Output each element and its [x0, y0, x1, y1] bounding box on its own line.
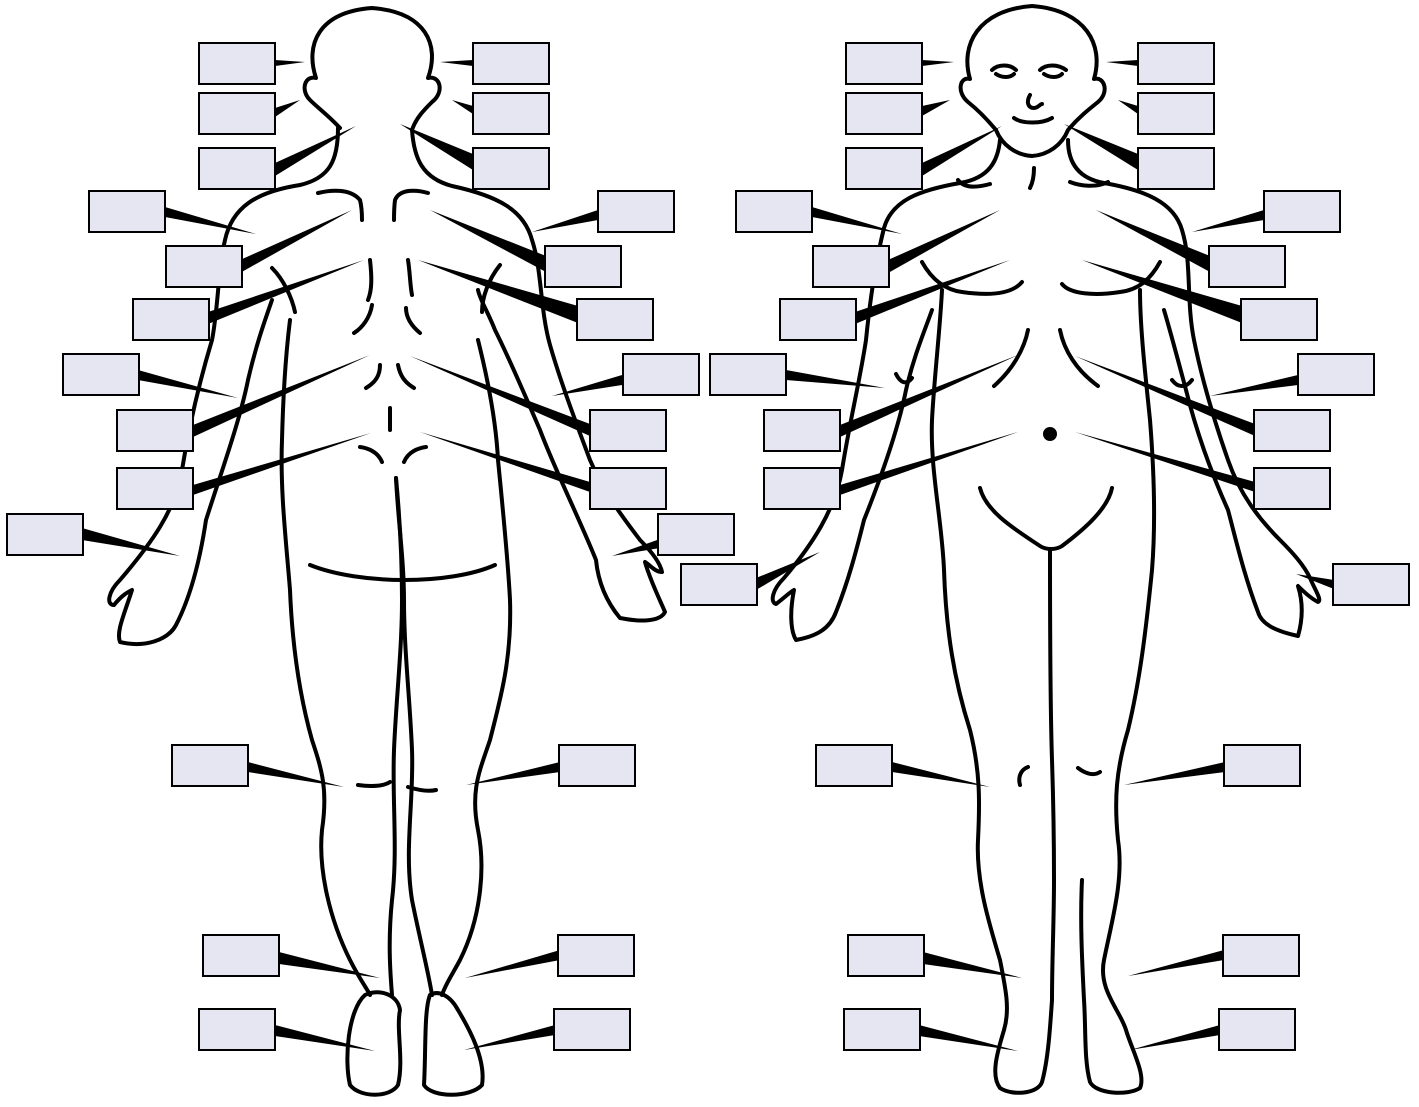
label-box[interactable]: [133, 299, 209, 340]
label-box[interactable]: [1254, 468, 1330, 509]
label-box[interactable]: [813, 246, 889, 287]
label-box[interactable]: [1333, 564, 1409, 605]
label-box[interactable]: [598, 191, 674, 232]
label-box[interactable]: [780, 299, 856, 340]
label-box[interactable]: [1298, 354, 1374, 395]
label-box[interactable]: [63, 354, 139, 395]
navel: [1043, 427, 1057, 441]
label-box[interactable]: [1138, 93, 1214, 134]
label-box[interactable]: [577, 299, 653, 340]
anterior-view: [681, 6, 1409, 1093]
label-box[interactable]: [1241, 299, 1317, 340]
label-box[interactable]: [1138, 43, 1214, 84]
label-box[interactable]: [545, 246, 621, 287]
label-box[interactable]: [1219, 1009, 1295, 1050]
label-box[interactable]: [590, 468, 666, 509]
label-box[interactable]: [658, 514, 734, 555]
label-box[interactable]: [681, 564, 757, 605]
label-box[interactable]: [1254, 410, 1330, 451]
posterior-leader-lines: [82, 60, 660, 1051]
label-box[interactable]: [764, 410, 840, 451]
label-box[interactable]: [199, 93, 275, 134]
label-box[interactable]: [846, 148, 922, 189]
label-box[interactable]: [473, 43, 549, 84]
label-box[interactable]: [1224, 745, 1300, 786]
label-box[interactable]: [473, 148, 549, 189]
label-box[interactable]: [1209, 246, 1285, 287]
posterior-label-boxes: [7, 43, 734, 1050]
label-box[interactable]: [117, 410, 193, 451]
label-box[interactable]: [710, 354, 786, 395]
posterior-body-outline: [109, 8, 665, 1095]
label-box[interactable]: [1264, 191, 1340, 232]
label-box[interactable]: [117, 468, 193, 509]
label-box[interactable]: [846, 93, 922, 134]
label-box[interactable]: [848, 935, 924, 976]
label-box[interactable]: [816, 745, 892, 786]
label-box[interactable]: [199, 1009, 275, 1050]
label-box[interactable]: [7, 514, 83, 555]
label-box[interactable]: [736, 191, 812, 232]
label-box[interactable]: [846, 43, 922, 84]
label-box[interactable]: [559, 745, 635, 786]
label-box[interactable]: [89, 191, 165, 232]
posterior-view: [7, 8, 734, 1095]
label-box[interactable]: [199, 148, 275, 189]
label-box[interactable]: [590, 410, 666, 451]
anterior-leader-lines: [756, 60, 1334, 1051]
label-box[interactable]: [1138, 148, 1214, 189]
label-box[interactable]: [554, 1009, 630, 1050]
label-box[interactable]: [844, 1009, 920, 1050]
label-box[interactable]: [1223, 935, 1299, 976]
label-box[interactable]: [199, 43, 275, 84]
label-box[interactable]: [473, 93, 549, 134]
label-box[interactable]: [623, 354, 699, 395]
label-box[interactable]: [166, 246, 242, 287]
label-box[interactable]: [764, 468, 840, 509]
label-box[interactable]: [203, 935, 279, 976]
label-box[interactable]: [558, 935, 634, 976]
label-box[interactable]: [172, 745, 248, 786]
